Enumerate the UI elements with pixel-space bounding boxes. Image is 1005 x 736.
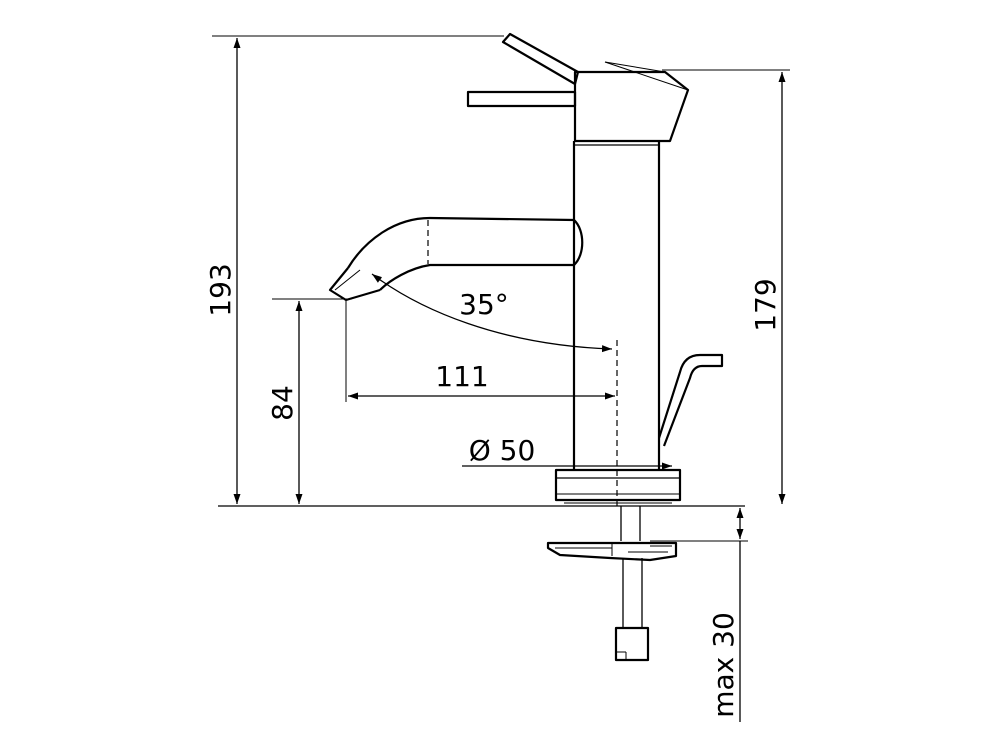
dim-label-193: 193 xyxy=(204,263,237,316)
dimension-angle: 35° xyxy=(371,273,613,353)
dim-label-deck-thickness: max 30 xyxy=(707,612,740,718)
popup-rod xyxy=(657,353,724,447)
dim-label-84: 84 xyxy=(266,385,299,421)
dimension-spout-height: 84 xyxy=(266,298,352,504)
dimension-deck-thickness: max 30 xyxy=(650,508,748,722)
dimension-spout-reach: 111 xyxy=(345,300,615,402)
handle-cartridge xyxy=(573,61,690,143)
spout xyxy=(328,216,584,302)
dim-label-angle: 35° xyxy=(459,288,509,321)
lever-handle xyxy=(466,32,580,108)
dim-label-diameter: Ø 50 xyxy=(469,434,536,467)
dimension-total-height: 193 xyxy=(204,35,504,504)
base-ring xyxy=(554,468,682,504)
dim-label-179: 179 xyxy=(749,278,782,331)
dimension-base-diameter: Ø 50 xyxy=(462,434,672,470)
dim-label-111: 111 xyxy=(435,360,488,393)
dimension-body-height: 179 xyxy=(662,69,790,504)
fixing-assembly xyxy=(546,506,678,662)
